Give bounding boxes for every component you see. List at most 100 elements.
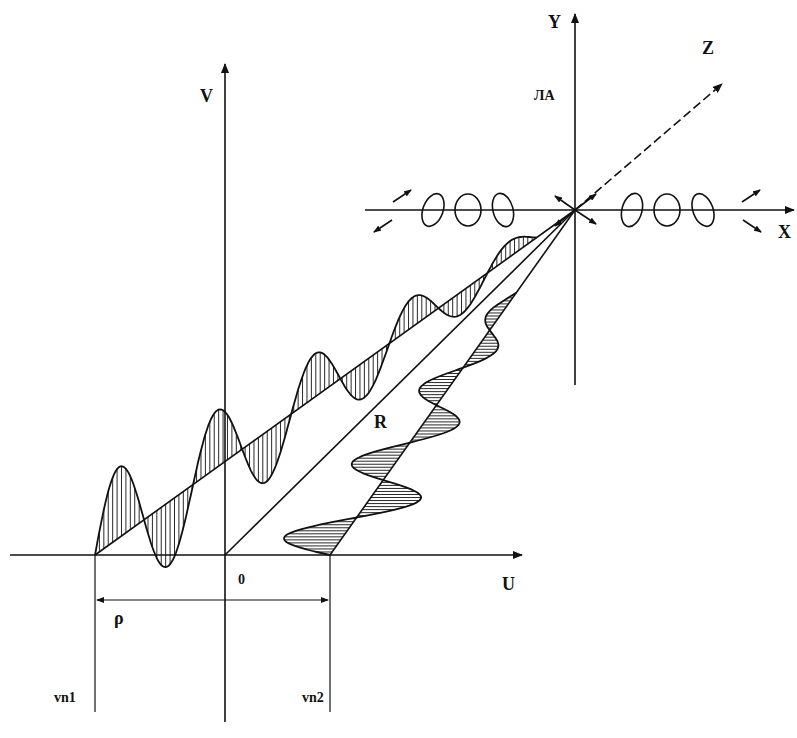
hatch-stroke [448, 301, 449, 315]
hatch-stroke [518, 237, 519, 250]
hatch-stroke [227, 415, 228, 460]
hatch-stroke [174, 498, 175, 556]
hatch-stroke [373, 494, 420, 495]
axis-label: U [500, 574, 517, 594]
hatch-stroke [424, 397, 442, 398]
hatch-stroke [488, 312, 502, 313]
hatch-stroke [426, 382, 452, 383]
hatch-stroke [353, 467, 392, 468]
hatch-stroke [307, 527, 350, 528]
hatch-stroke [280, 422, 281, 453]
hatch-stroke [152, 514, 153, 548]
hatch-stroke [295, 545, 337, 546]
hatch-stroke [367, 503, 415, 504]
dimension-line [97, 599, 328, 600]
hatch-stroke [288, 542, 339, 543]
u-axis [10, 554, 522, 556]
hatch-stroke [320, 352, 321, 393]
hatch-stroke [368, 358, 369, 392]
hatch-stroke [523, 237, 524, 247]
hatch-stroke [364, 506, 406, 507]
hatch-stroke [476, 349, 497, 350]
hatch-stroke [470, 285, 471, 304]
point-label: vn2 [300, 690, 326, 706]
hatch-stroke [352, 464, 395, 465]
hatch-stroke [357, 470, 390, 471]
axis-label: Z [700, 38, 716, 58]
hatch-stroke [223, 410, 224, 463]
hatch-stroke [474, 352, 495, 353]
hatch-stroke [156, 511, 157, 559]
hatch-stroke [420, 388, 449, 389]
hatch-stroke [457, 295, 458, 317]
ray-line [330, 210, 575, 555]
axis-label: Y [546, 12, 563, 32]
hatch-stroke [271, 428, 272, 475]
hatch-stroke [422, 424, 458, 425]
dimension-label: ρ [112, 608, 126, 628]
hatch-stroke [209, 422, 210, 473]
wave-curve [95, 237, 537, 568]
hatch-stroke [483, 340, 497, 341]
hatch-stroke [125, 469, 126, 533]
hatch-stroke [465, 288, 466, 310]
hatch-stroke [491, 309, 504, 310]
ray-line [95, 210, 575, 555]
hatch-stroke [288, 533, 345, 534]
hatch-stroke [419, 391, 446, 392]
hatch-stroke [353, 461, 396, 462]
hatch-stroke [351, 371, 352, 395]
wave-traces [95, 237, 537, 568]
wave-curve [284, 293, 516, 555]
hatch-stroke [404, 308, 405, 333]
hatch-stroke [377, 488, 408, 489]
hatch-stroke [485, 337, 495, 338]
hatch-stroke [412, 297, 413, 326]
point-label: vn1 [52, 690, 78, 706]
origin-label: 0 [236, 572, 247, 588]
hatch-stroke [170, 501, 171, 564]
hatch-stroke [346, 374, 347, 389]
hatch-stroke [418, 430, 449, 431]
hatch-stroke [408, 301, 409, 329]
hatch-stroke [485, 319, 497, 320]
hatch-stroke [420, 427, 455, 428]
hatch-stroke [161, 507, 162, 565]
hatch-stroke [486, 315, 500, 316]
hatch-stroke [432, 379, 455, 380]
hatch-stroke [461, 292, 462, 314]
hatch-stroke [357, 458, 398, 459]
hatch-stroke [311, 358, 312, 400]
hatch-stroke [510, 241, 511, 257]
hatch-stroke [505, 245, 506, 260]
hatch-stroke [426, 298, 427, 317]
hatch-stroke [117, 469, 118, 539]
hatch-stroke [324, 355, 325, 390]
hatch-stroke [363, 473, 388, 474]
v-axis [224, 64, 226, 722]
range-line [225, 210, 575, 555]
hatch-stroke [205, 434, 206, 475]
hatch-stroke [364, 361, 365, 397]
hatch-stroke [258, 438, 259, 482]
hatch-stroke [262, 434, 263, 483]
hatch-stroke [165, 504, 166, 567]
hatch-stroke [373, 452, 403, 453]
hatch-stroke [480, 343, 498, 344]
hatch-stroke [375, 491, 415, 492]
hatch-stroke [285, 536, 343, 537]
extension-line [94, 555, 95, 712]
hatch-stroke [108, 491, 109, 545]
hatch-stroke [276, 425, 277, 465]
hatch-stroke [369, 500, 420, 501]
hatch-stroke [249, 444, 250, 468]
hatch-stroke [478, 346, 498, 347]
y-axis [574, 14, 576, 385]
hatch-stroke [429, 415, 456, 416]
object-label: ЛА [532, 88, 557, 104]
hatch-stroke [306, 365, 307, 402]
hatch-stroke [267, 431, 268, 481]
hatch-stroke [485, 322, 495, 323]
hatch-stroke [359, 365, 360, 400]
hatch-stroke [472, 355, 491, 356]
